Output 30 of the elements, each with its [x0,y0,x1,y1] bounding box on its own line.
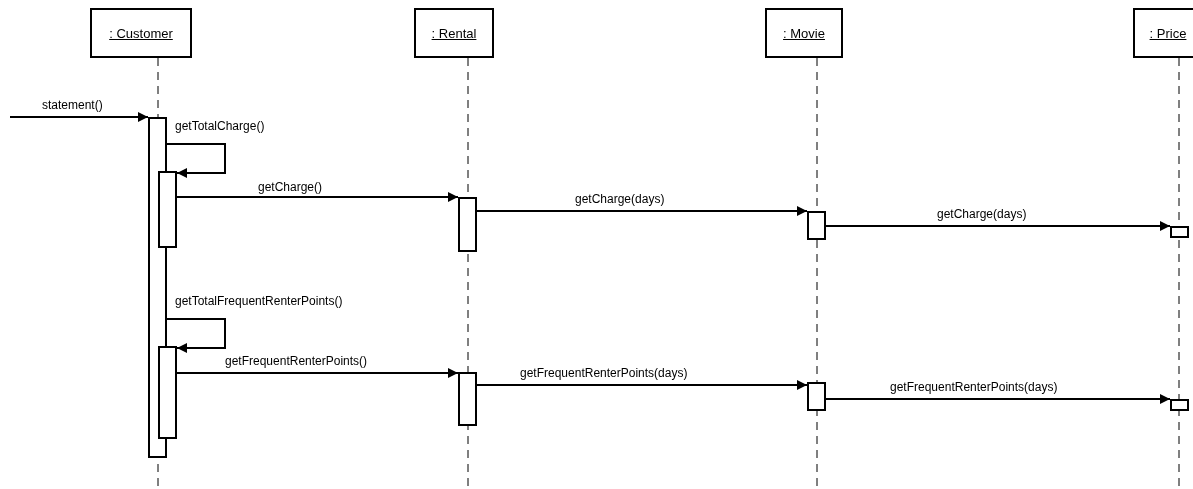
activation-bar [1170,226,1189,238]
message-arrow [825,221,1171,231]
message-label: getTotalCharge() [175,119,265,133]
message-label: getFrequentRenterPoints() [225,354,368,368]
message-arrow [176,368,459,378]
message-arrow [166,143,226,178]
activation-bar [807,382,826,411]
object-box: : Price [1133,8,1193,58]
activation-bar [458,197,477,252]
message-label: getCharge(days) [575,192,665,206]
object-box: : Rental [414,8,494,58]
message-label: statement() [42,98,103,112]
message-arrow [9,112,149,122]
message-label: getCharge() [258,180,323,194]
message-arrow [825,394,1171,404]
message-label: getFrequentRenterPoints(days) [520,366,688,380]
activation-bar [458,372,477,426]
activation-bar [158,171,177,248]
activation-bar [1170,399,1189,411]
message-arrow [166,318,226,353]
message-arrow [476,206,808,216]
object-box: : Movie [765,8,843,58]
message-arrow [476,380,808,390]
message-label: getTotalFrequentRenterPoints() [175,294,343,308]
activation-bar [158,346,177,439]
object-box: : Customer [90,8,192,58]
message-arrow [176,192,459,202]
message-label: getFrequentRenterPoints(days) [890,380,1058,394]
activation-bar [807,211,826,240]
message-label: getCharge(days) [937,207,1027,221]
